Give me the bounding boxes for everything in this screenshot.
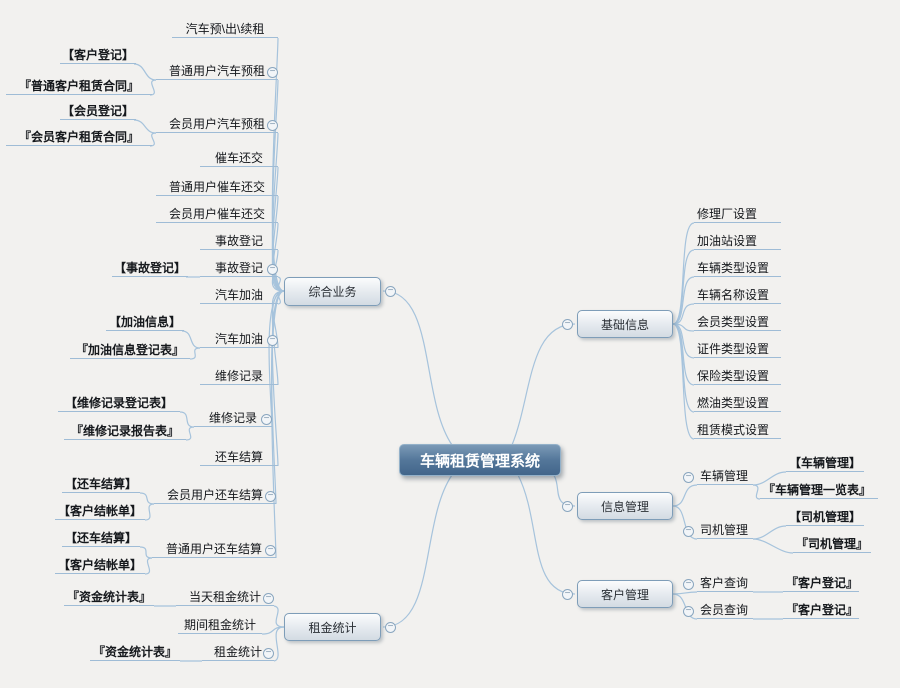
node-car-refuel[interactable]: 汽车加油 <box>200 287 278 304</box>
node-member-register[interactable]: 【会员登记】 <box>60 104 136 120</box>
collapse-icon[interactable]: − <box>265 545 276 556</box>
node-rent-mode-setting[interactable]: 租赁模式设置 <box>694 422 781 439</box>
node-accident-register-form[interactable]: 【事故登记】 <box>112 261 188 277</box>
node-car-pre-out-renew[interactable]: 汽车预\出\续租 <box>172 21 278 38</box>
node-vehicle-type-setting[interactable]: 车辆类型设置 <box>694 260 781 277</box>
collapse-icon[interactable]: − <box>385 286 396 297</box>
collapse-icon[interactable]: − <box>683 472 694 483</box>
node-refuel-register-table[interactable]: 『加油信息登记表』 <box>70 342 190 359</box>
node-customer-bill[interactable]: 【客户结帐单】 <box>55 557 145 574</box>
node-member-type-setting[interactable]: 会员类型设置 <box>694 314 781 331</box>
collapse-icon[interactable]: − <box>562 319 573 330</box>
node-period-rent-stats[interactable]: 期间租金统计 <box>178 617 262 634</box>
node-gas-station-setting[interactable]: 加油站设置 <box>694 233 781 250</box>
node-accident-register-sub[interactable]: 事故登记 <box>200 260 278 277</box>
collapse-icon[interactable]: − <box>267 335 278 346</box>
collapse-icon[interactable]: − <box>263 648 274 659</box>
collapse-icon[interactable]: − <box>683 606 694 617</box>
node-daily-rent-stats[interactable]: 当天租金统计 <box>176 589 274 606</box>
branch-customer-mgmt[interactable]: 客户管理 <box>577 580 673 608</box>
collapse-icon[interactable]: − <box>267 264 278 275</box>
node-fuel-type-setting[interactable]: 燃油类型设置 <box>694 395 781 412</box>
collapse-icon[interactable]: − <box>683 579 694 590</box>
collapse-icon[interactable]: − <box>683 526 694 537</box>
node-normal-customer-contract[interactable]: 『普通客户租赁合同』 <box>6 78 152 95</box>
collapse-icon[interactable]: − <box>267 67 278 78</box>
branch-rent-stats[interactable]: 租金统计 <box>284 613 381 641</box>
collapse-icon[interactable]: − <box>263 593 274 604</box>
branch-info-mgmt[interactable]: 信息管理 <box>577 492 673 520</box>
node-customer-register-report[interactable]: 『客户登记』 <box>783 602 859 619</box>
node-refuel-info[interactable]: 【加油信息】 <box>106 314 184 331</box>
node-customer-register[interactable]: 【客户登记】 <box>60 48 136 64</box>
node-member-user-return-settle[interactable]: 会员用户还车结算 <box>154 487 276 504</box>
node-customer-query[interactable]: 客户查询 <box>697 575 753 592</box>
node-vehicle-mgmt-list[interactable]: 『车辆管理一览表』 <box>760 482 878 499</box>
node-urge-return[interactable]: 催车还交 <box>200 150 278 167</box>
node-return-settle-form[interactable]: 【还车结算】 <box>62 530 140 547</box>
node-repair-report-table[interactable]: 『维修记录报告表』 <box>64 423 186 440</box>
node-repair-record-sub[interactable]: 维修记录 <box>194 410 272 427</box>
node-normal-user-urge-return[interactable]: 普通用户催车还交 <box>156 179 278 196</box>
node-driver-mgmt-report[interactable]: 『司机管理』 <box>793 536 871 553</box>
node-funds-stats-table[interactable]: 『资金统计表』 <box>90 644 180 661</box>
node-driver-mgmt[interactable]: 司机管理 <box>697 522 753 539</box>
node-member-user-urge-return[interactable]: 会员用户催车还交 <box>156 206 278 223</box>
node-rent-stats-sub[interactable]: 租金统计 <box>202 644 274 661</box>
node-member-user-pre-rent[interactable]: 会员用户汽车预租 <box>156 116 278 133</box>
node-vehicle-name-setting[interactable]: 车辆名称设置 <box>694 287 781 304</box>
node-normal-user-pre-rent[interactable]: 普通用户汽车预租 <box>156 63 278 80</box>
node-customer-bill[interactable]: 【客户结帐单】 <box>55 503 145 520</box>
root-topic[interactable]: 车辆租赁管理系统 <box>399 444 561 476</box>
node-vehicle-mgmt-form[interactable]: 【车辆管理】 <box>786 455 864 472</box>
node-accident-register[interactable]: 事故登记 <box>200 233 278 250</box>
node-return-settle[interactable]: 还车结算 <box>200 449 278 466</box>
node-repair-record[interactable]: 维修记录 <box>200 368 278 385</box>
branch-base-info[interactable]: 基础信息 <box>577 310 673 338</box>
node-repair-register-table[interactable]: 【维修记录登记表】 <box>58 395 180 412</box>
collapse-icon[interactable]: − <box>265 491 276 502</box>
node-id-type-setting[interactable]: 证件类型设置 <box>694 341 781 358</box>
collapse-icon[interactable]: − <box>562 501 573 512</box>
node-vehicle-mgmt[interactable]: 车辆管理 <box>697 468 753 485</box>
node-repair-shop-setting[interactable]: 修理厂设置 <box>694 206 781 223</box>
node-car-refuel-sub[interactable]: 汽车加油 <box>200 331 278 348</box>
node-funds-stats-table[interactable]: 『资金统计表』 <box>64 589 154 606</box>
collapse-icon[interactable]: − <box>261 414 272 425</box>
node-member-query[interactable]: 会员查询 <box>697 602 753 619</box>
branch-business[interactable]: 综合业务 <box>284 277 381 306</box>
node-driver-mgmt-form[interactable]: 【司机管理】 <box>786 509 864 526</box>
collapse-icon[interactable]: − <box>562 589 573 600</box>
node-customer-register-report[interactable]: 『客户登记』 <box>783 575 859 592</box>
collapse-icon[interactable]: − <box>267 120 278 131</box>
collapse-icon[interactable]: − <box>385 622 396 633</box>
node-normal-user-return-settle[interactable]: 普通用户还车结算 <box>152 541 276 558</box>
node-insurance-type-setting[interactable]: 保险类型设置 <box>694 368 781 385</box>
node-return-settle-form[interactable]: 【还车结算】 <box>62 476 140 493</box>
node-member-customer-contract[interactable]: 『会员客户租赁合同』 <box>6 129 152 146</box>
